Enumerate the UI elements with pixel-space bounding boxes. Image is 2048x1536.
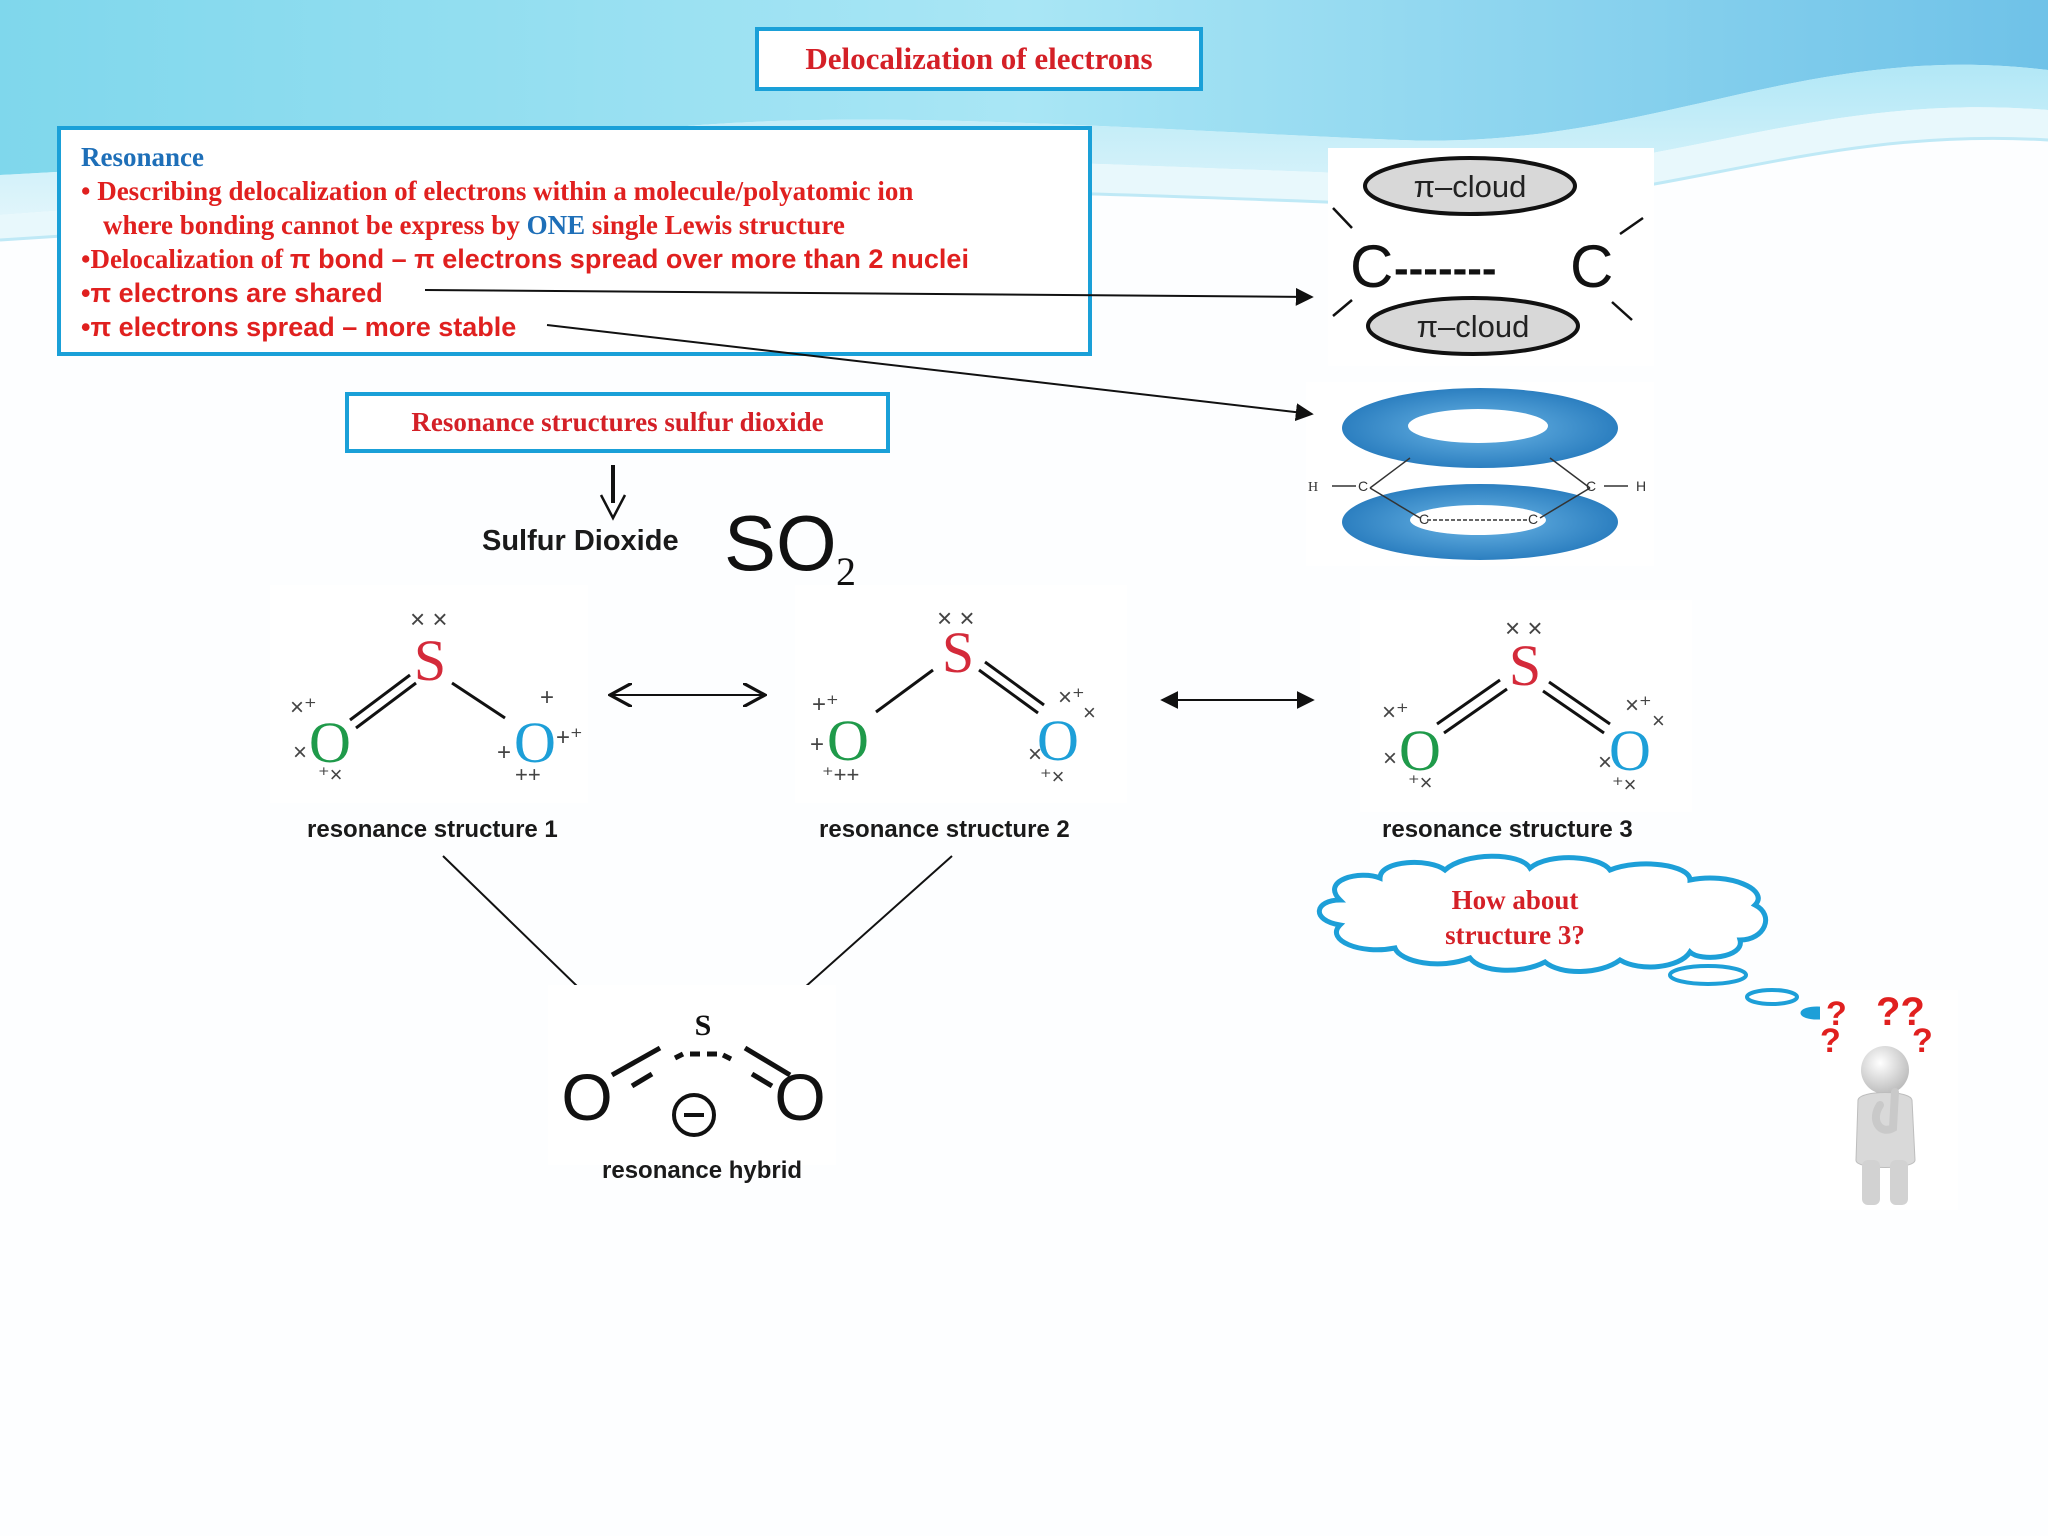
resonance-definition-box: Resonance • Describing delocalization of… xyxy=(57,126,1092,356)
pi-cloud-bottom-label: π–cloud xyxy=(1417,309,1530,344)
bullet-describing-line2: where bonding cannot be express by ONE s… xyxy=(103,210,845,241)
thought-cloud xyxy=(1316,853,1769,974)
bullet-shared: •π electrons are shared xyxy=(81,278,383,308)
s3-oxygen-right: O xyxy=(1609,718,1651,783)
s2-oxygen-left: O xyxy=(827,708,869,773)
s2-oxygen-right: O xyxy=(1037,708,1079,773)
pi-cloud-bottom xyxy=(1366,296,1580,356)
thinking-figure-illustration: ? ?? ? ? xyxy=(1820,990,1958,1210)
figure-head xyxy=(1861,1046,1909,1094)
ring-h-right: H xyxy=(1636,478,1646,494)
question-mark-icon: ? xyxy=(1912,1022,1933,1060)
bullet-describing-line1: • Describing delocalization of electrons… xyxy=(81,176,914,206)
subtitle-box: Resonance structures sulfur dioxide xyxy=(345,392,890,453)
svg-text:⁺×: ⁺× xyxy=(1040,764,1064,789)
hybrid-negative-charge xyxy=(672,1093,716,1137)
s3-oxygen-left: O xyxy=(1399,718,1441,783)
ring-h-left: H xyxy=(1308,480,1318,495)
bullet-delocalization: •Delocalization of π bond – π electrons … xyxy=(81,244,969,275)
arrow-shared-to-cloud xyxy=(424,287,1314,306)
title-box: Delocalization of electrons xyxy=(755,27,1203,91)
s1-lone-pair: × × xyxy=(410,604,448,634)
svg-text:⁺×: ⁺× xyxy=(1408,770,1432,795)
question-mark-icon: ? xyxy=(1826,995,1847,1033)
bullet-line2-before: where bonding cannot be express by xyxy=(103,210,527,240)
thought-line-2: structure 3? xyxy=(1445,920,1585,950)
svg-text:×⁺: ×⁺ xyxy=(1058,684,1085,711)
s1-sulfur: S xyxy=(414,628,446,693)
bullet-line2-after: single Lewis structure xyxy=(585,210,845,240)
thought-bubble xyxy=(1316,853,1834,1020)
bullet-delocalization-prefix: •Delocalization of xyxy=(81,244,290,274)
label-structure-1: resonance structure 1 xyxy=(307,816,558,843)
pi-cloud-diagram: π–cloud π–cloud C ------- C xyxy=(1328,148,1654,366)
svg-text:×: × xyxy=(1028,741,1042,768)
svg-text:⁺×: ⁺× xyxy=(1612,772,1636,797)
label-resonance-hybrid: resonance hybrid xyxy=(602,1157,803,1184)
pi-ring-diagram: H C C H C C xyxy=(1306,382,1654,566)
ring-c-left: C xyxy=(1358,478,1368,494)
resonance-hybrid: S O O xyxy=(548,985,836,1165)
resonance-structure-1: S O O × × ×⁺ × ⁺× + +⁺ + ++ xyxy=(270,585,588,803)
svg-text:×: × xyxy=(1598,749,1612,776)
svg-text:×: × xyxy=(1383,745,1397,772)
pi-carbon-right: C xyxy=(1570,233,1613,300)
svg-text:×: × xyxy=(293,739,307,766)
ring-c-right: C xyxy=(1586,478,1596,494)
down-arrow-head xyxy=(599,494,627,521)
subtitle: Resonance structures sulfur dioxide xyxy=(411,407,824,437)
arrow-stable-to-ring xyxy=(546,324,1314,422)
svg-text:×⁺: ×⁺ xyxy=(1625,692,1652,719)
one-highlight: ONE xyxy=(526,210,586,240)
svg-text:⁺++: ⁺++ xyxy=(822,762,859,787)
svg-text:+⁺: +⁺ xyxy=(556,724,583,751)
label-structure-3: resonance structure 3 xyxy=(1382,816,1633,843)
thought-bubble-text: How about structure 3? xyxy=(1350,883,1680,953)
svg-text:+: + xyxy=(497,739,511,766)
s3-sulfur: S xyxy=(1509,633,1541,698)
resonance-structure-3: S O O × × ×⁺ × ⁺× ×⁺ × × ⁺× xyxy=(1360,600,1692,812)
svg-text:×⁺: ×⁺ xyxy=(1382,699,1409,726)
resonance-structure-2: S O O × × +⁺ + ⁺++ ×⁺ × × ⁺× xyxy=(795,585,1127,803)
svg-text:+: + xyxy=(540,684,554,711)
pi-carbon-left: C xyxy=(1350,233,1393,300)
s2-sulfur: S xyxy=(942,620,974,685)
svg-text:++: ++ xyxy=(515,762,541,787)
s1-oxygen-right: O xyxy=(514,710,556,775)
pi-cloud-top xyxy=(1363,156,1577,216)
svg-text:×⁺: ×⁺ xyxy=(290,694,317,721)
compound-formula-subscript: 2 xyxy=(836,549,856,594)
svg-text:×: × xyxy=(1083,700,1096,725)
question-mark-icon: ? xyxy=(1820,1022,1841,1060)
svg-text:+: + xyxy=(810,731,824,758)
compound-formula: SO xyxy=(724,499,837,587)
compound-name: Sulfur Dioxide xyxy=(482,525,679,557)
ring-c-bottom-left: C xyxy=(1419,511,1429,527)
slide-title: Delocalization of electrons xyxy=(805,41,1153,76)
question-mark-icon: ?? xyxy=(1876,990,1925,1034)
s1-oxygen-left: O xyxy=(309,710,351,775)
svg-text:× ×: × × xyxy=(1505,613,1543,643)
pi-bond-dashes: ------- xyxy=(1394,244,1497,293)
svg-text:+⁺: +⁺ xyxy=(812,691,839,718)
bullet-more-stable: •π electrons spread – more stable xyxy=(81,312,517,342)
hybrid-oxygen-left: O xyxy=(561,1060,612,1134)
label-structure-2: resonance structure 2 xyxy=(819,816,1070,843)
resonance-heading: Resonance xyxy=(81,142,204,172)
svg-text:× ×: × × xyxy=(937,603,975,633)
bullet-delocalization-rest: π bond – π electrons spread over more th… xyxy=(289,244,969,274)
svg-text:×: × xyxy=(1652,708,1665,733)
hybrid-sulfur: S xyxy=(695,1009,712,1042)
svg-text:⁺×: ⁺× xyxy=(318,762,342,787)
pi-cloud-top-label: π–cloud xyxy=(1414,169,1527,204)
thought-line-1: How about xyxy=(1451,885,1579,915)
ring-c-bottom-right: C xyxy=(1528,511,1538,527)
